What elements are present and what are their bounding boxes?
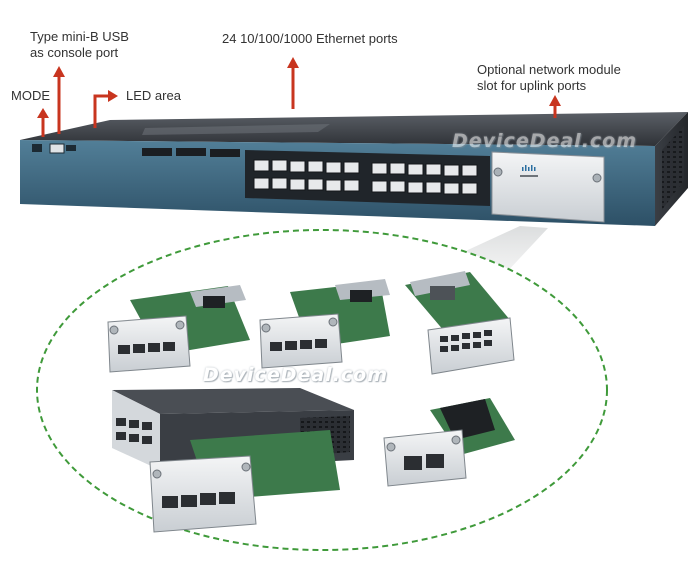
ethernet-ports — [245, 150, 490, 206]
ethernet-ports-label: 24 10/100/1000 Ethernet ports — [222, 31, 398, 46]
module-sfp-2 — [259, 279, 390, 369]
watermark-center: DeviceDeal.com — [203, 364, 389, 386]
module-insert-demo — [112, 388, 354, 533]
module-sfp-1 — [107, 285, 250, 373]
mode-label: MODE — [11, 88, 50, 103]
callout-arrows — [37, 57, 561, 137]
usb-label-line2: as console port — [30, 45, 119, 60]
led-area-label: LED area — [126, 88, 181, 103]
mode-button — [32, 144, 42, 152]
optional-label-line2: slot for uplink ports — [477, 78, 587, 93]
usb-console-port — [49, 143, 65, 154]
network-module-slot — [491, 151, 605, 223]
module-ethernet-5 — [383, 398, 515, 487]
usb-label-line1: Type mini-B USB — [30, 29, 129, 44]
module-10g-3 — [405, 271, 515, 375]
watermark-top: DeviceDeal.com — [452, 130, 638, 152]
cisco-logo-icon — [522, 165, 536, 171]
usb-console-label: Type mini-B USB as console port — [30, 29, 129, 61]
optional-label-line1: Optional network module — [477, 62, 621, 77]
optional-module-label: Optional network module slot for uplink … — [477, 62, 621, 94]
